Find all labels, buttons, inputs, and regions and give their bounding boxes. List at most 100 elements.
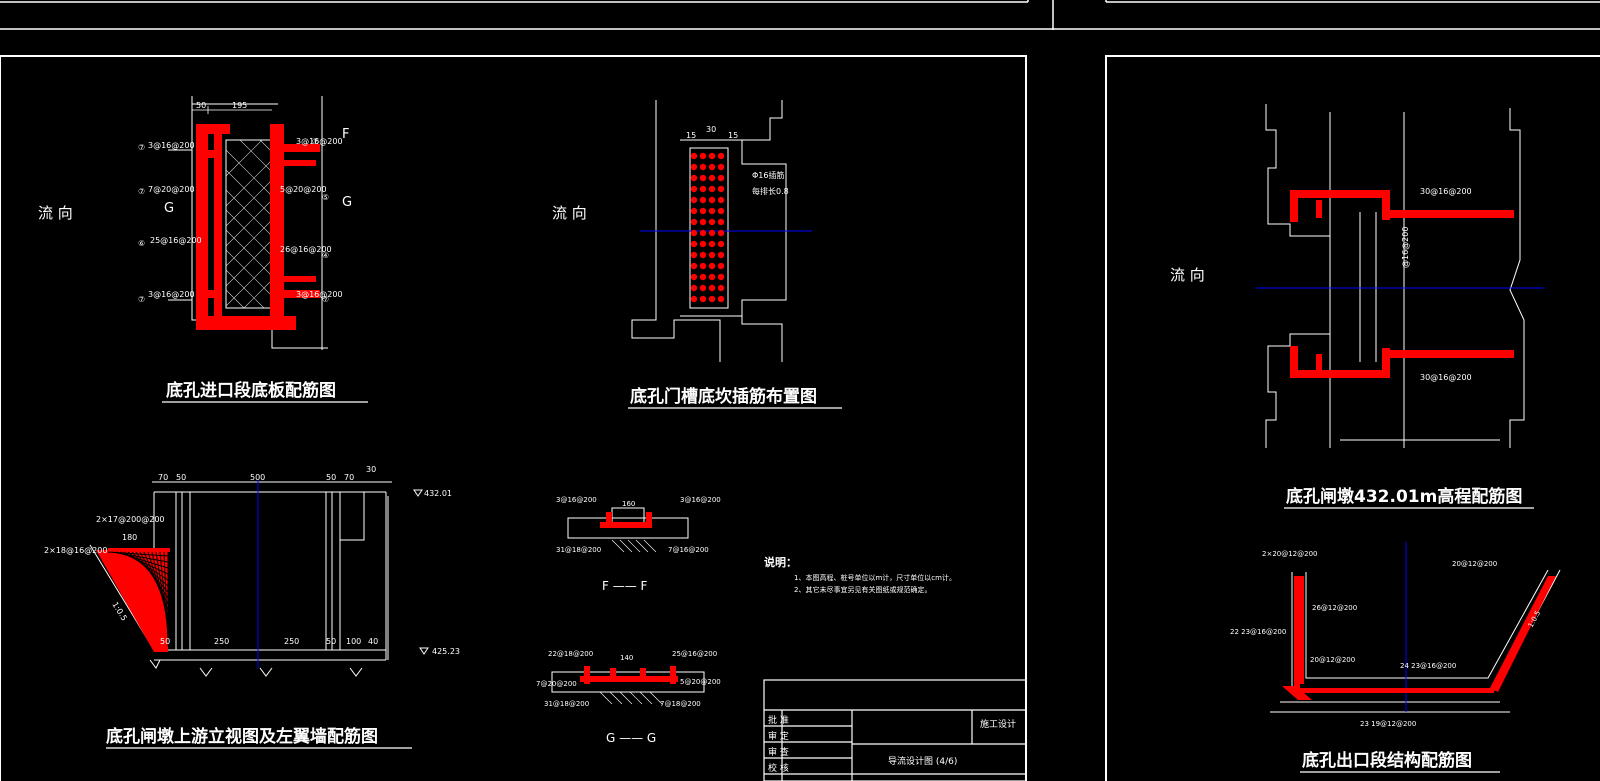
drawing-inlet-slab: 流 向: [38, 96, 368, 403]
outlet-label-3: 26@12@200: [1312, 604, 1357, 612]
rebar-dot: [708, 251, 716, 259]
gate-dim-2: 30: [706, 125, 716, 134]
pier-label-1: 2×17@200@200: [96, 515, 165, 524]
rebar-dot: [699, 196, 707, 204]
ff-label-1: 3@16@200: [556, 496, 597, 504]
rebar-dot: [717, 207, 725, 215]
rebar-dot: [690, 163, 698, 171]
rebar-dot: [708, 185, 716, 193]
gg-label-4: 5@20@200: [680, 678, 721, 686]
outlet-label-6: 24 23@16@200: [1400, 662, 1456, 670]
rebar-dot: [708, 152, 716, 160]
gg-label-3: 7@20@200: [536, 680, 577, 688]
rebar-dot: [699, 152, 707, 160]
pier-elev-title: 底孔闸墩432.01m高程配筋图: [1286, 486, 1522, 507]
drawing-gate-slot: 流 向 15 30 15 Φ16插筋 每排长0.8 底孔门槽底坎插筋布置图: [552, 100, 842, 409]
rebar-dot: [717, 185, 725, 193]
ff-label-2: 3@16@200: [680, 496, 721, 504]
inlet-label-7: 3@16@200: [148, 290, 195, 299]
notes-heading: 说明：: [764, 555, 797, 569]
inlet-label-5: 25@16@200: [150, 236, 202, 245]
pier-dim-8: 250: [284, 637, 299, 646]
drawing-pier-elevation: 流 向 30@16@200 30@16@200 @16@200: [1170, 104, 1544, 509]
rebar-dot: [717, 240, 725, 248]
rebar-dot: [699, 163, 707, 171]
inlet-dim-1: 50: [196, 101, 206, 110]
inlet-label-4: 5@20@200: [280, 185, 327, 194]
rebar-dot: [699, 251, 707, 259]
inlet-label-8: 3@16@200: [296, 290, 343, 299]
rebar-dot: [690, 240, 698, 248]
rebar-dot: [699, 262, 707, 270]
level-marker-2: [419, 647, 429, 655]
inlet-label-2: 3@16@200: [296, 137, 343, 146]
rebar-dot: [717, 251, 725, 259]
rebar-dot: [708, 207, 716, 215]
pier-dim-4: 50: [326, 473, 336, 482]
rebar-dot: [708, 174, 716, 182]
notes-block: 说明： 1、本图高程、桩号单位以m计，尺寸单位以cm计。 2、其它未尽事宜另见有…: [764, 555, 956, 594]
inlet-title: 底孔进口段底板配筋图: [166, 380, 336, 401]
rebar-dot: [708, 229, 716, 237]
gate-dim-1: 15: [686, 131, 696, 140]
inlet-tag-8: ⑦: [322, 295, 329, 304]
rebar-dot: [690, 196, 698, 204]
gate-note-1: Φ16插筋: [752, 170, 784, 180]
inlet-tag-6: ④: [322, 251, 329, 260]
rebar-dot: [699, 229, 707, 237]
gate-slot-rebar-dots: [690, 152, 725, 303]
tb-row-4: 校 核: [768, 762, 789, 774]
inlet-tag-3: ⑦: [138, 187, 145, 196]
rebar-dot: [708, 273, 716, 281]
tb-drawing-name: 导流设计图 (4/6): [888, 755, 957, 767]
rebar-dot: [690, 295, 698, 303]
rebar-dot: [708, 163, 716, 171]
inlet-label-1: 3@16@200: [148, 141, 195, 150]
tb-row-1: 批 准: [768, 714, 789, 726]
rebar-dot: [699, 273, 707, 281]
pier-dim-9: 50: [326, 637, 336, 646]
inlet-label-6: 26@16@200: [280, 245, 332, 254]
rebar-dot: [690, 218, 698, 226]
rebar-dot: [717, 152, 725, 160]
wing-wall-rebar-lines: [107, 551, 169, 646]
pier-dim-1: 70: [158, 473, 168, 482]
ff-label-3: 31@18@200: [556, 546, 601, 554]
rebar-dot: [708, 218, 716, 226]
outlet-label-4: 22 23@16@200: [1230, 628, 1286, 636]
rebar-dot: [699, 240, 707, 248]
outlet-label-5: 20@12@200: [1310, 656, 1355, 664]
pier-elev-label-2: 30@16@200: [1420, 373, 1472, 382]
gg-label-5: 31@18@200: [544, 700, 589, 708]
inlet-tag-4: ⑤: [322, 193, 329, 202]
pier-level-2: 425.23: [432, 647, 460, 656]
pier-elev-label-3: @16@200: [1401, 227, 1410, 268]
rebar-dot: [717, 196, 725, 204]
rebar-dot: [690, 273, 698, 281]
pier-dim-3: 500: [250, 473, 265, 482]
outlet-title: 底孔出口段结构配筋图: [1302, 750, 1472, 771]
pier-dim-13: 50: [160, 637, 170, 646]
gg-label-6: 7@18@200: [660, 700, 701, 708]
rebar-dot: [708, 295, 716, 303]
rebar-dot: [699, 295, 707, 303]
tb-row-2: 审 定: [768, 730, 789, 742]
rebar-dot: [717, 284, 725, 292]
ff-dim: 160: [622, 500, 635, 508]
inlet-tag-7: ⑦: [138, 295, 145, 304]
tb-row-3: 审 查: [768, 746, 789, 758]
gg-title: G —— G: [606, 731, 656, 745]
ff-label-4: 7@16@200: [668, 546, 709, 554]
drawing-section-ff: 160 3@16@200 3@16@200 31@18@200 7@16@200…: [556, 496, 721, 593]
gate-dim-3: 15: [728, 131, 738, 140]
level-marker-1: [413, 489, 423, 497]
rebar-dot: [708, 196, 716, 204]
flow-label-2: 流 向: [552, 204, 587, 222]
rebar-dot: [699, 174, 707, 182]
pier-dim-6: 30: [366, 465, 376, 474]
pier-dim-10: 100: [346, 637, 361, 646]
pier-title: 底孔闸墩上游立视图及左翼墙配筋图: [106, 726, 378, 747]
rebar-dot: [717, 273, 725, 281]
inlet-tag-5: ⑥: [138, 239, 145, 248]
